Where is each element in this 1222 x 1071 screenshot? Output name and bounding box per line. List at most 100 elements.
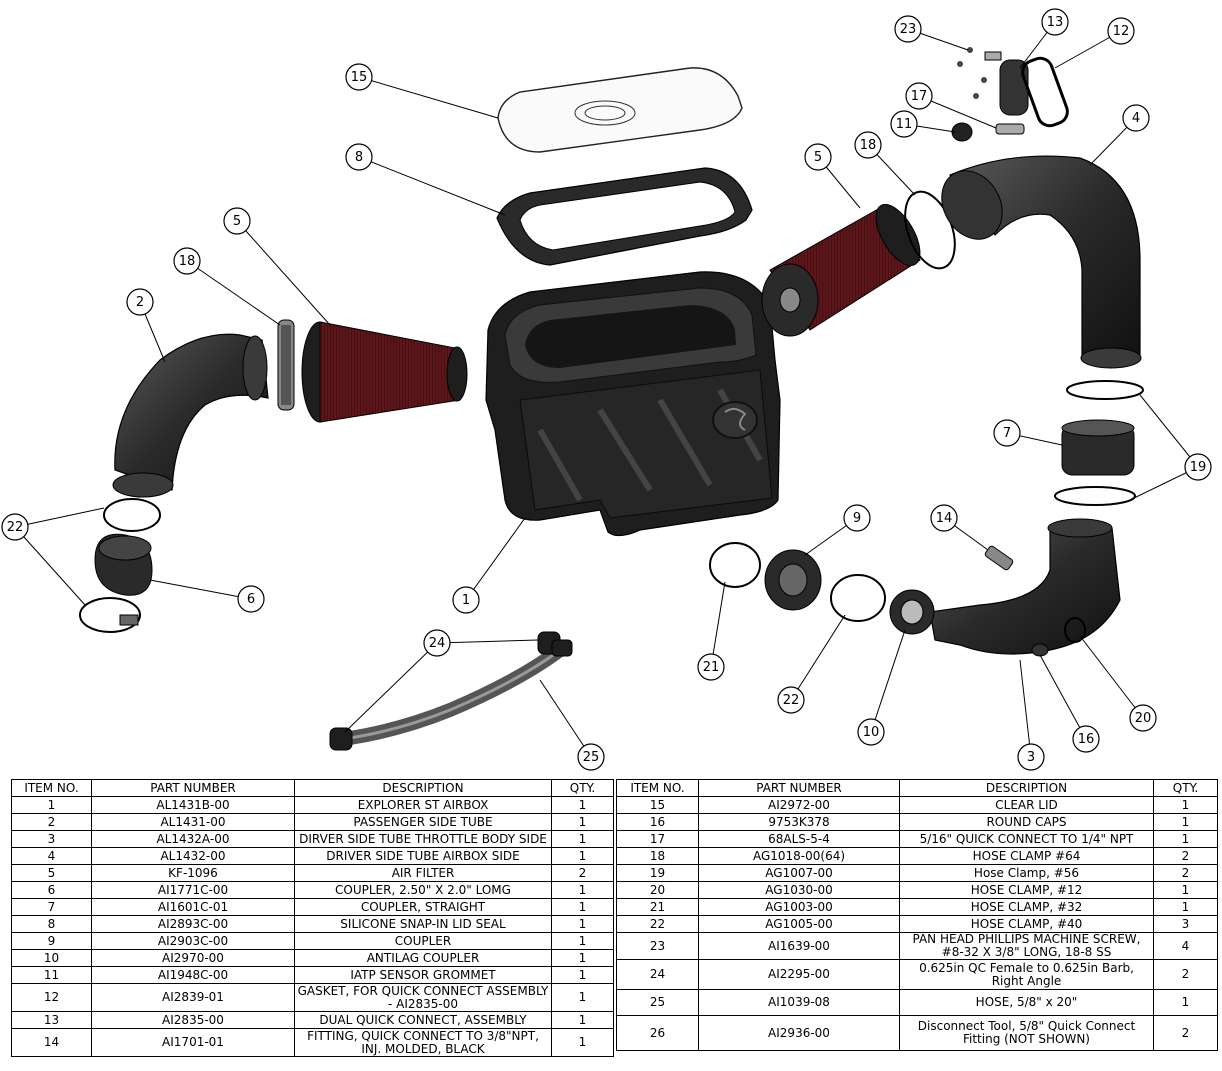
callout-circle: [857, 718, 885, 746]
callout-label: 15: [351, 70, 368, 85]
callout-circle: [697, 653, 725, 681]
callout-13: 13: [1041, 8, 1069, 36]
part-coupler-straight: [1061, 419, 1135, 476]
callout-circle: [1072, 725, 1100, 753]
bom-cell-item: 5: [11, 864, 92, 882]
callout-circle: [777, 686, 805, 714]
bom-cell-desc: PASSENGER SIDE TUBE: [294, 813, 552, 831]
bom-cell-part: AL1432-00: [91, 847, 295, 865]
bom-cell-item: 2: [11, 813, 92, 831]
bom-cell-qty: 1: [551, 983, 614, 1012]
callout-22: 22: [777, 686, 805, 714]
bom-cell-part: AI1771C-00: [91, 881, 295, 899]
callout-23: 23: [894, 15, 922, 43]
callout-8: 8: [345, 143, 373, 171]
header-part-number: PART NUMBER: [698, 779, 900, 797]
callout-circle: [1041, 8, 1069, 36]
bom-cell-item: 3: [11, 830, 92, 848]
bom-cell-qty: 1: [1153, 813, 1218, 831]
bom-cell-item: 20: [616, 881, 699, 899]
callout-circle: [126, 288, 154, 316]
callout-circle: [345, 63, 373, 91]
header-item-no: ITEM NO.: [11, 779, 92, 797]
callout-17: 17: [905, 82, 933, 110]
callout-14: 14: [930, 504, 958, 532]
callout-25: 25: [577, 743, 605, 771]
bom-cell-item: 17: [616, 830, 699, 848]
callout-24: 24: [423, 629, 451, 657]
bom-cell-part: AI2970-00: [91, 949, 295, 967]
callout-label: 24: [429, 636, 446, 651]
bom-cell-item: 7: [11, 898, 92, 916]
bom-cell-item: 21: [616, 898, 699, 916]
bom-cell-item: 24: [616, 959, 699, 990]
callout-circle: [452, 586, 480, 614]
callout-circle: [804, 143, 832, 171]
callout-7: 7: [993, 419, 1021, 447]
callout-19: 19: [1184, 453, 1212, 481]
bom-cell-part: AI1039-08: [698, 989, 900, 1016]
bom-cell-desc: ROUND CAPS: [899, 813, 1154, 831]
bom-cell-qty: 1: [551, 796, 614, 814]
callout-21: 21: [697, 653, 725, 681]
callout-label: 22: [7, 520, 24, 535]
bom-cell-part: AL1431B-00: [91, 796, 295, 814]
bom-cell-desc: HOSE, 5/8" x 20": [899, 989, 1154, 1016]
bom-cell-qty: 1: [1153, 881, 1218, 899]
callout-circle: [843, 504, 871, 532]
bom-cell-part: AI1639-00: [698, 932, 900, 960]
callout-label: 17: [911, 89, 928, 104]
bom-cell-qty: 1: [1153, 898, 1218, 916]
bom-cell-item: 15: [616, 796, 699, 814]
callout-circle: [423, 629, 451, 657]
part-hose-5-8: [343, 643, 567, 745]
callout-label: 9: [853, 511, 861, 526]
callout-circle: [890, 110, 918, 138]
bom-cell-item: 10: [11, 949, 92, 967]
callout-circle: [577, 743, 605, 771]
callout-label: 6: [247, 592, 255, 607]
bom-cell-part: AI1701-01: [91, 1028, 295, 1057]
callout-label: 8: [355, 150, 363, 165]
bom-cell-item: 25: [616, 989, 699, 1016]
callout-3: 3: [1017, 743, 1045, 771]
callout-11: 11: [890, 110, 918, 138]
bom-cell-desc: SILICONE SNAP-IN LID SEAL: [294, 915, 552, 933]
callout-label: 19: [1190, 460, 1207, 475]
bom-cell-part: AG1018-00(64): [698, 847, 900, 865]
bom-cell-desc: Disconnect Tool, 5/8" Quick Connect Fitt…: [899, 1015, 1154, 1051]
callout-circle: [237, 585, 265, 613]
bom-cell-part: AI2839-01: [91, 983, 295, 1012]
bom-cell-qty: 2: [1153, 864, 1218, 882]
bom-cell-part: 68ALS-5-4: [698, 830, 900, 848]
bom-cell-part: AG1003-00: [698, 898, 900, 916]
bom-cell-part: AI2972-00: [698, 796, 900, 814]
part-qc-barb-fittings: [329, 631, 573, 751]
bom-cell-item: 19: [616, 864, 699, 882]
bom-cell-qty: 3: [1153, 915, 1218, 933]
header-description: DESCRIPTION: [294, 779, 552, 797]
bom-cell-item: 9: [11, 932, 92, 950]
callout-label: 4: [1132, 111, 1140, 126]
exploded-assembly-diagram: 1234556789101112131415161718181920212222…: [1, 8, 1212, 771]
bom-cell-desc: DIRVER SIDE TUBE THROTTLE BODY SIDE: [294, 830, 552, 848]
bom-cell-part: AG1007-00: [698, 864, 900, 882]
bom-cell-item: 16: [616, 813, 699, 831]
bom-cell-qty: 1: [551, 966, 614, 984]
callout-label: 13: [1047, 15, 1064, 30]
bom-cell-desc: 0.625in QC Female to 0.625in Barb, Right…: [899, 959, 1154, 990]
bom-cell-desc: ANTILAG COUPLER: [294, 949, 552, 967]
